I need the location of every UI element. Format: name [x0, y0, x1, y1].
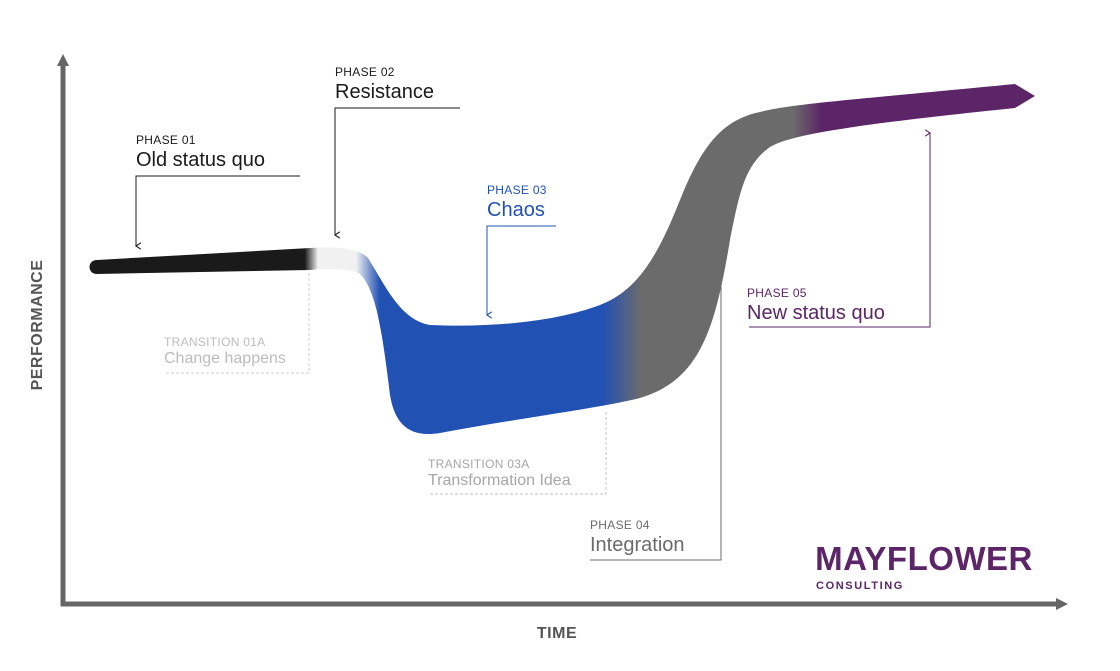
phase-05-title: New status quo [747, 302, 885, 324]
logo-wordmark: MAYFLOWER [815, 540, 1033, 577]
phase-03-leader-line [485, 225, 556, 319]
transition-03a-kicker: TRANSITION 03A [428, 457, 530, 471]
phase-03-title: Chaos [487, 199, 545, 221]
phase-02-title: Resistance [335, 81, 434, 103]
phase-04-kicker: PHASE 04 [590, 518, 650, 532]
y-axis-label: PERFORMANCE [29, 260, 46, 391]
phase-04-title: Integration [590, 534, 685, 556]
phase-02-kicker: PHASE 02 [335, 65, 395, 79]
transition-03a-title: Transformation Idea [428, 472, 571, 489]
phase-04-leader-line [590, 264, 723, 561]
axes: PERFORMANCE TIME [29, 54, 1068, 642]
phase-02-leader-line [333, 107, 460, 239]
transition-03a-callout: TRANSITION 03A Transformation Idea [428, 412, 607, 495]
performance-curve-band [89, 84, 1035, 435]
transition-01a-leader-line [166, 272, 310, 374]
phase-02-callout: PHASE 02 Resistance [333, 65, 460, 239]
y-axis-arrow-tip [57, 54, 69, 66]
phase-01-leader-line [134, 175, 300, 250]
phase-04-callout: PHASE 04 Integration [590, 264, 723, 561]
phase-05-kicker: PHASE 05 [747, 286, 807, 300]
transition-01a-callout: TRANSITION 01A Change happens [164, 272, 310, 374]
phase-05-leader-line [749, 129, 932, 328]
mayflower-logo: MAYFLOWER CONSULTING [815, 540, 1033, 592]
phase-03-callout: PHASE 03 Chaos [485, 183, 556, 319]
y-axis [60, 62, 1060, 607]
x-axis-arrow-tip [1056, 598, 1068, 610]
x-axis-label: TIME [537, 625, 577, 642]
logo-subtitle: CONSULTING [816, 580, 904, 592]
phase-05-callout: PHASE 05 New status quo [747, 129, 932, 328]
phase-01-title: Old status quo [136, 149, 265, 171]
transition-01a-title: Change happens [164, 350, 286, 367]
transition-03a-leader-line [430, 412, 607, 495]
phase-01-kicker: PHASE 01 [136, 133, 196, 147]
phase-03-kicker: PHASE 03 [487, 183, 547, 197]
transition-01a-kicker: TRANSITION 01A [164, 335, 266, 349]
phase-01-callout: PHASE 01 Old status quo [134, 133, 300, 250]
